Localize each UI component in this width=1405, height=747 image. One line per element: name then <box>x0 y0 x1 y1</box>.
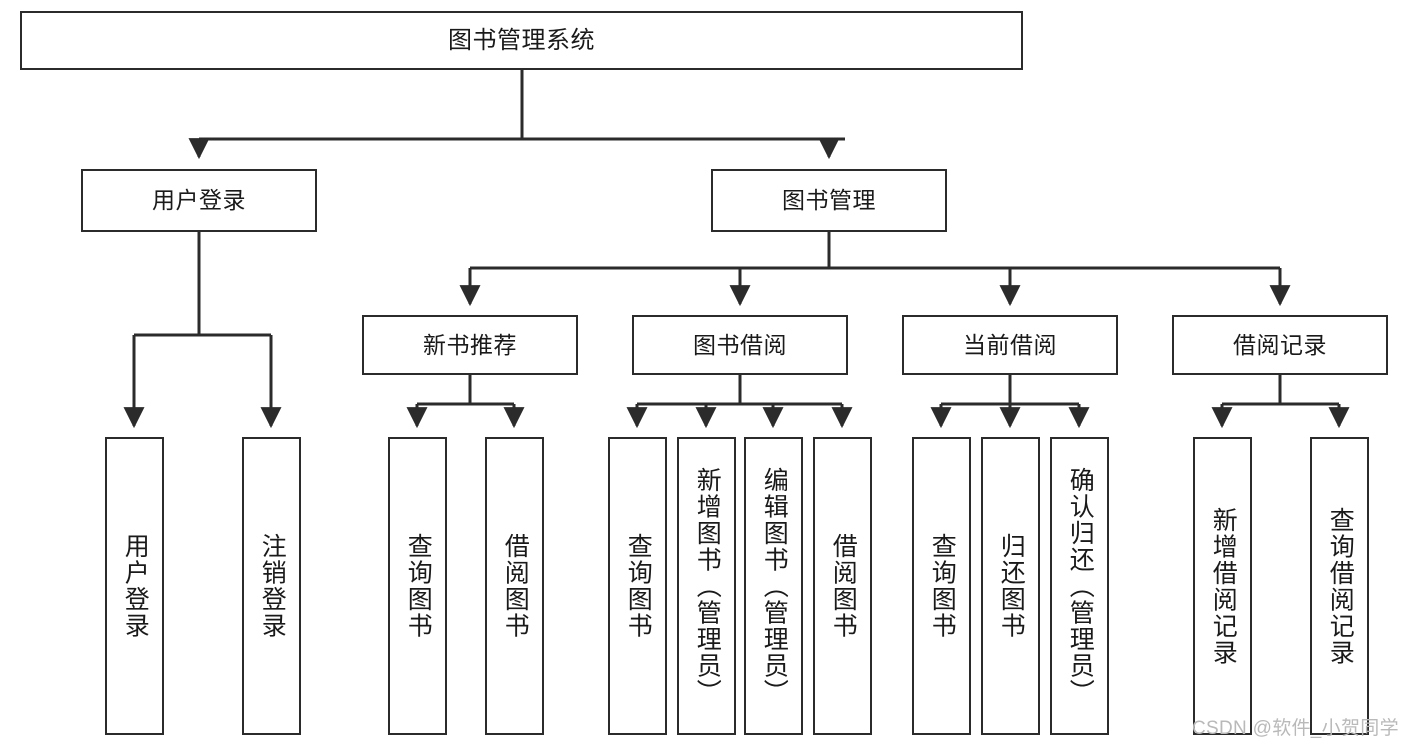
node-user-login[interactable]: 用户登录 <box>81 169 317 232</box>
node-leaf-rec-query-book-label: 查询图书 <box>404 533 433 639</box>
node-current-borrow-label: 当前借阅 <box>963 331 1057 358</box>
node-borrow-record-label: 借阅记录 <box>1233 331 1327 358</box>
node-book-manage[interactable]: 图书管理 <box>711 169 947 232</box>
node-current-borrow[interactable]: 当前借阅 <box>902 315 1118 375</box>
node-new-book-rec-label: 新书推荐 <box>423 331 517 358</box>
node-root[interactable]: 图书管理系统 <box>20 11 1023 70</box>
node-new-book-rec[interactable]: 新书推荐 <box>362 315 578 375</box>
node-leaf-borrow-query-book[interactable]: 查询图书 <box>608 437 667 735</box>
node-user-login-label: 用户登录 <box>152 187 246 214</box>
node-leaf-borrow-borrow-book[interactable]: 借阅图书 <box>813 437 872 735</box>
node-book-manage-label: 图书管理 <box>782 187 876 214</box>
node-leaf-cur-return-book[interactable]: 归还图书 <box>981 437 1040 735</box>
node-leaf-rec-borrow-book[interactable]: 借阅图书 <box>485 437 544 735</box>
node-leaf-borrow-add-book[interactable]: 新增图书（管理员） <box>677 437 736 735</box>
node-leaf-borrow-add-book-label: 新增图书（管理员） <box>693 466 722 706</box>
node-leaf-rec-query-record-label: 查询借阅记录 <box>1326 506 1355 666</box>
node-leaf-borrow-query-book-label: 查询图书 <box>624 533 653 639</box>
node-root-label: 图书管理系统 <box>448 26 595 54</box>
node-borrow-record[interactable]: 借阅记录 <box>1172 315 1388 375</box>
node-leaf-borrow-edit-book-label: 编辑图书（管理员） <box>760 466 789 706</box>
node-leaf-rec-query-record[interactable]: 查询借阅记录 <box>1310 437 1369 735</box>
node-leaf-cur-query-book-label: 查询图书 <box>928 533 957 639</box>
node-leaf-cur-confirm-return[interactable]: 确认归还（管理员） <box>1050 437 1109 735</box>
node-book-borrow-label: 图书借阅 <box>693 331 787 358</box>
node-leaf-cur-confirm-return-label: 确认归还（管理员） <box>1066 466 1095 706</box>
node-leaf-borrow-edit-book[interactable]: 编辑图书（管理员） <box>744 437 803 735</box>
node-leaf-user-login-label: 用户登录 <box>121 533 150 639</box>
node-leaf-rec-borrow-book-label: 借阅图书 <box>501 533 530 639</box>
node-leaf-rec-add-record-label: 新增借阅记录 <box>1209 506 1238 666</box>
node-leaf-rec-query-book[interactable]: 查询图书 <box>388 437 447 735</box>
node-leaf-borrow-borrow-book-label: 借阅图书 <box>829 533 858 639</box>
node-leaf-user-logout[interactable]: 注销登录 <box>242 437 301 735</box>
node-leaf-rec-add-record[interactable]: 新增借阅记录 <box>1193 437 1252 735</box>
node-leaf-user-login[interactable]: 用户登录 <box>105 437 164 735</box>
node-leaf-user-logout-label: 注销登录 <box>258 533 287 639</box>
node-leaf-cur-query-book[interactable]: 查询图书 <box>912 437 971 735</box>
node-book-borrow[interactable]: 图书借阅 <box>632 315 848 375</box>
node-leaf-cur-return-book-label: 归还图书 <box>997 533 1026 639</box>
